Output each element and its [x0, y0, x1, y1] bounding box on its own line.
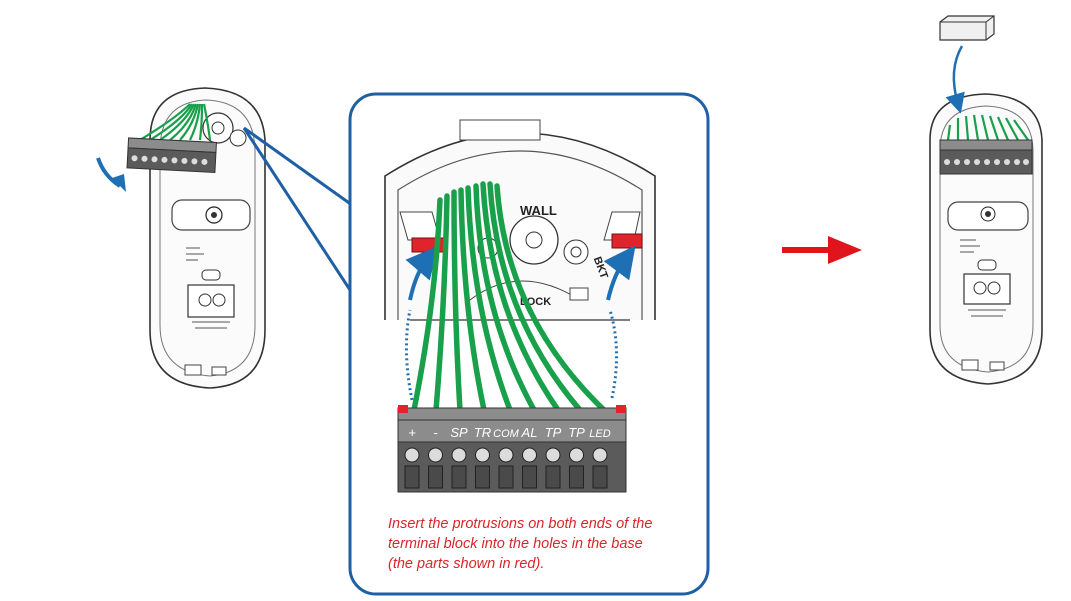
wall-label: WALL — [520, 203, 557, 218]
terminal-pin-slot — [404, 465, 420, 489]
terminal-pin-hole — [545, 447, 561, 463]
terminal-pin-hole — [522, 447, 537, 463]
terminal-pin-slot — [451, 465, 467, 489]
terminal-pin-hole — [569, 447, 584, 463]
right-device — [929, 15, 1043, 385]
right-arrow-icon — [782, 236, 862, 264]
terminal-pin-label: - — [433, 425, 438, 440]
terminal-pin-label: TR — [474, 425, 491, 440]
terminal-pin-hole — [498, 447, 514, 463]
caption-line-1: Insert the protrusions on both ends of t… — [388, 516, 653, 532]
terminal-pin-label: COM — [493, 428, 520, 440]
curved-arrow-icon — [96, 157, 122, 188]
down-curved-arrow-icon — [945, 45, 965, 114]
terminal-pin-hole — [451, 447, 467, 463]
terminal-pin-hole — [475, 447, 490, 463]
terminal-pin-hole — [404, 447, 420, 463]
terminal-pin-slot — [592, 465, 608, 489]
caption-line-3: (the parts shown in red). — [388, 556, 545, 572]
caption-line-2: terminal block into the holes in the bas… — [388, 536, 643, 552]
terminal-pin-slot — [545, 465, 561, 489]
terminal-pin-hole — [592, 447, 608, 463]
terminal-pin-holes — [404, 447, 608, 489]
callout-box: WALL BKT LOCK — [348, 92, 710, 596]
terminal-pin-label: LED — [589, 428, 610, 440]
terminal-pin-slot — [498, 465, 514, 489]
terminal-pin-slot — [569, 465, 584, 489]
terminal-pin-label: TP — [545, 425, 562, 440]
terminal-pin-slot — [522, 465, 537, 489]
terminal-pin-hole — [428, 447, 443, 463]
terminal-pin-label: + — [408, 425, 416, 440]
terminal-pin-slot — [428, 465, 443, 489]
instruction-caption: Insert the protrusions on both ends of t… — [388, 514, 706, 574]
terminal-pin-slot — [475, 465, 490, 489]
terminal-pin-label: SP — [450, 425, 468, 440]
terminal-pin-label: TP — [568, 425, 585, 440]
left-device — [96, 87, 266, 389]
terminal-pin-label: AL — [521, 425, 538, 440]
